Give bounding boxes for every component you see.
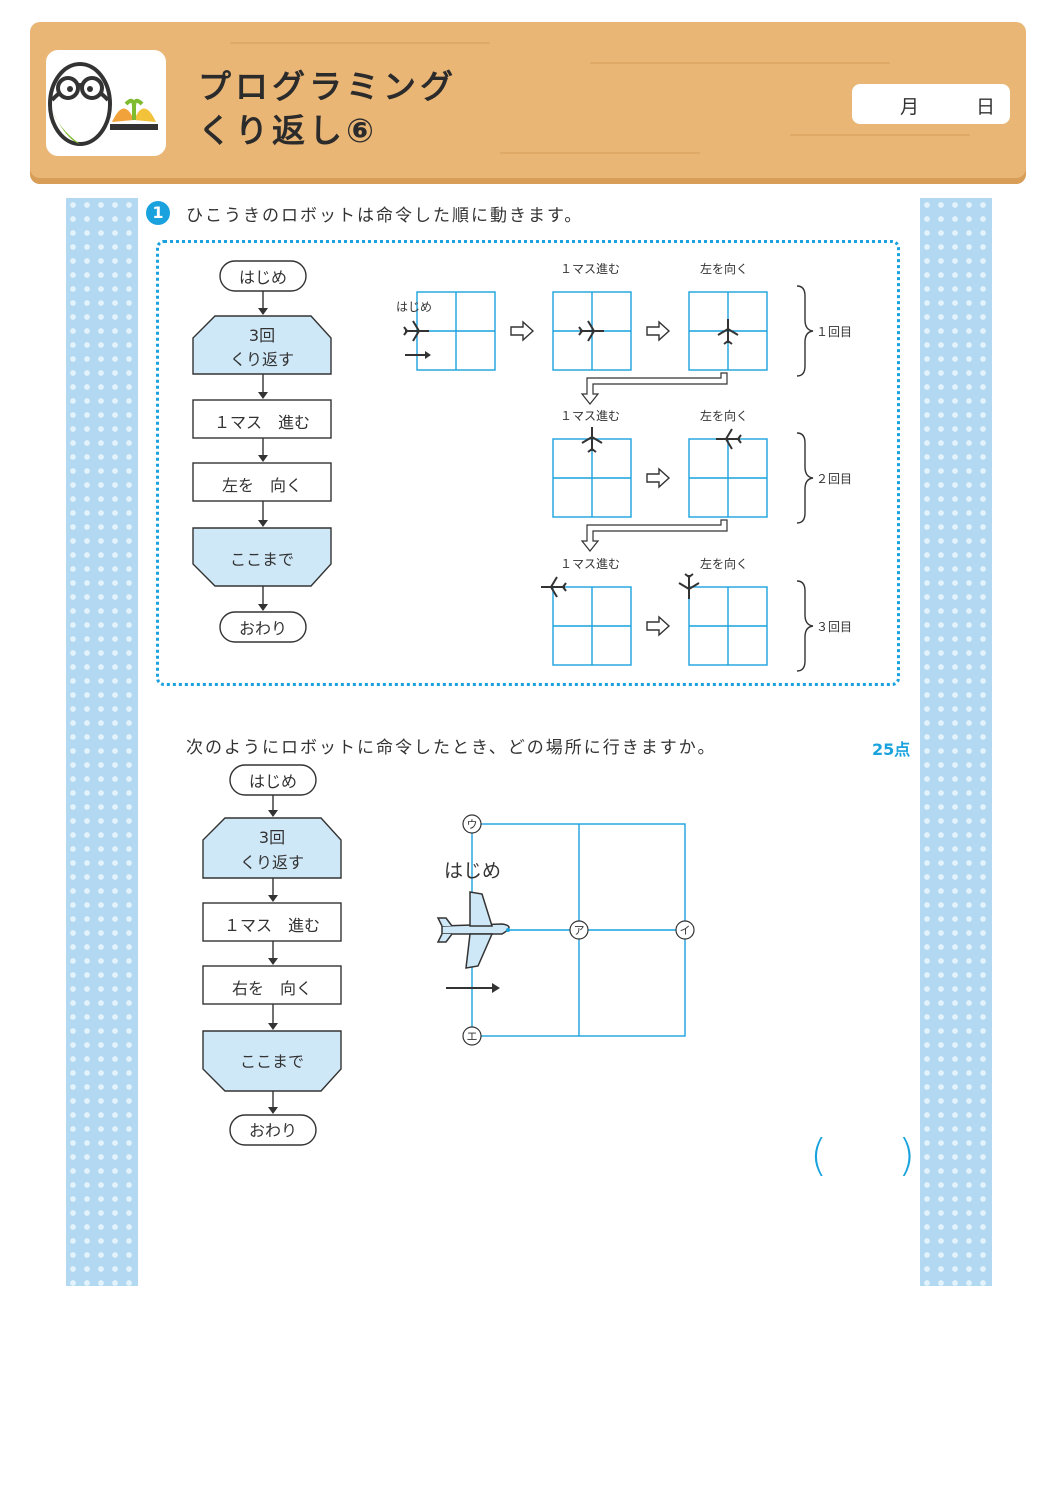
q2-point-i: イ	[679, 924, 691, 937]
date-day-label: 日	[976, 96, 996, 118]
q1-flow-loop-end: ここまで	[229, 550, 294, 569]
q1-flowchart	[192, 260, 332, 643]
q1-flow-step-turn: 左を 向く	[221, 476, 302, 495]
owl-book-icon	[48, 62, 158, 146]
answer-field[interactable]	[832, 1140, 896, 1180]
q1-round3-label: ３回目	[816, 620, 853, 634]
q1-flow-loop-label: くり返す	[229, 350, 294, 369]
q2-flow-step-turn: 右を 向く	[231, 979, 312, 998]
date-field[interactable]: 月 日	[852, 84, 1010, 124]
q1-flow-end: おわり	[238, 619, 287, 638]
points-badge: 25点	[872, 740, 911, 759]
question-number-badge: 1	[146, 201, 170, 225]
q1-flow-start: はじめ	[238, 268, 287, 287]
q1-r3-turn-label: 左を向く	[700, 557, 749, 571]
answer-open-paren: (	[810, 1130, 828, 1181]
q2-point-u: ウ	[466, 818, 478, 831]
q1-r2-forward-label: １マス進む	[560, 409, 621, 423]
q2-point-e: エ	[466, 1030, 478, 1043]
page-title-line2: くり返し⑥	[198, 111, 378, 150]
q1-r3-forward-label: １マス進む	[560, 557, 621, 571]
q1-example-diagram	[403, 285, 814, 672]
q2-flow-loop-count: 3回	[258, 828, 286, 847]
date-month-label: 月	[900, 96, 920, 118]
page-title-line1: プログラミング	[198, 67, 457, 106]
q1-example-start-label: はじめ	[396, 300, 433, 314]
q2-flow-start: はじめ	[248, 772, 297, 791]
q1-flow-step-forward: １マス 進む	[213, 413, 310, 432]
question-2-text: 次のようにロボットに命令したとき、どの場所に行きますか。	[186, 738, 717, 758]
q2-start-label: はじめ	[444, 860, 502, 882]
q2-grid-diagram	[436, 814, 695, 1046]
q1-flow-loop-count: 3回	[248, 326, 276, 345]
q2-flow-loop-label: くり返す	[239, 853, 304, 872]
q1-r1-forward-label: １マス進む	[560, 262, 621, 276]
answer-close-paren: )	[898, 1130, 916, 1181]
question-1-text: ひこうきのロボットは命令した順に動きます。	[186, 206, 584, 226]
owl-book-logo	[46, 50, 166, 156]
q1-round1-label: １回目	[816, 325, 853, 339]
example-dotted-box	[156, 240, 900, 686]
q2-flow-end: おわり	[248, 1121, 297, 1140]
q2-flow-step-forward: １マス 進む	[223, 916, 320, 935]
q1-round2-label: ２回目	[816, 472, 853, 486]
left-polka-border	[66, 198, 138, 1286]
q1-r1-turn-label: 左を向く	[700, 262, 749, 276]
airplane-icon	[436, 891, 510, 969]
q2-point-a: ア	[573, 924, 585, 937]
q2-flowchart	[202, 764, 342, 1146]
right-polka-border	[920, 198, 992, 1286]
q2-flow-loop-end: ここまで	[239, 1052, 304, 1071]
q1-r2-turn-label: 左を向く	[700, 409, 749, 423]
